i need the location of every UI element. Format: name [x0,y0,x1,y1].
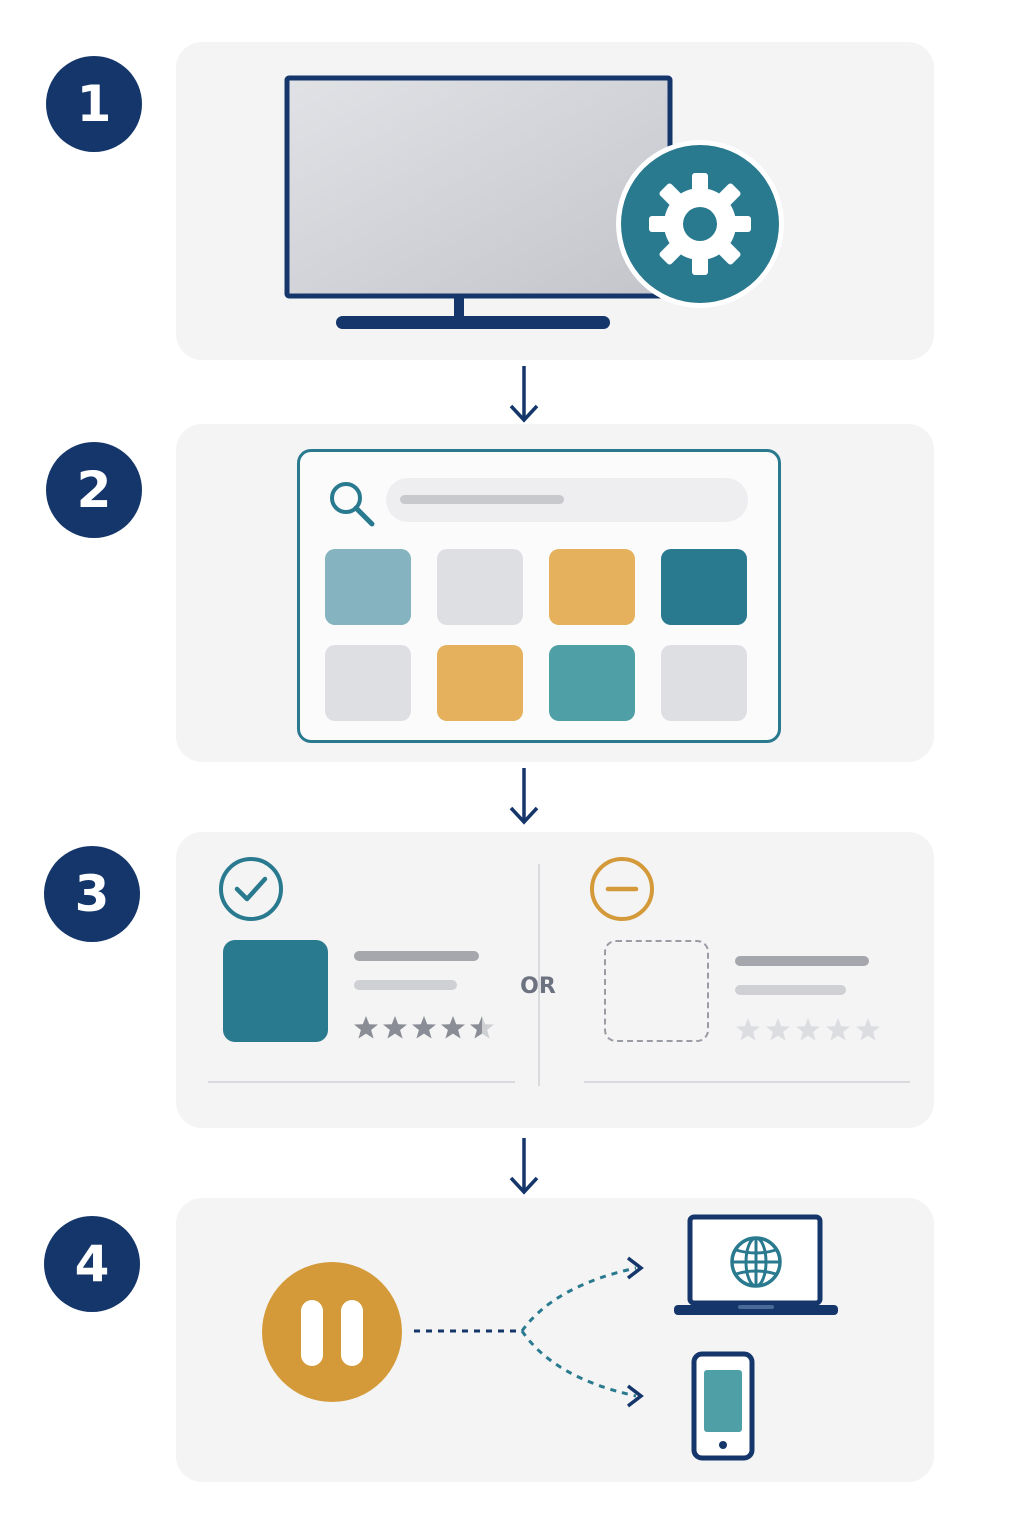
empty-rating-stars-icon [736,1018,880,1041]
step-3-badge: 3 [44,846,140,942]
subtitle-line [354,980,457,990]
app-tile[interactable] [325,645,411,721]
flow-arrow-down-icon [509,366,539,423]
star-icon [383,1016,407,1039]
check-circle-icon [219,857,283,921]
title-line [735,956,869,966]
branch-arrows [414,1256,644,1408]
rating-stars-icon [354,1016,494,1039]
app-tile[interactable] [437,645,523,721]
step-2-badge: 2 [46,442,142,538]
app-tile[interactable] [549,549,635,625]
star-icon [441,1016,465,1039]
flow-arrow-down-icon [509,768,539,825]
search-placeholder-line [400,495,564,504]
app-browser-window [297,449,781,743]
step-4-badge: 4 [44,1216,140,1312]
star-icon [796,1018,820,1041]
flow-arrow-down-icon [509,1138,539,1195]
gear-icon [616,140,784,308]
star-icon [856,1018,880,1041]
tv-icon [284,75,673,329]
step-1-badge: 1 [46,56,142,152]
pause-icon[interactable] [262,1262,402,1402]
star-icon [412,1016,436,1039]
vertical-divider [538,864,540,1086]
title-line [354,951,479,961]
minus-circle-icon [590,857,654,921]
divider [208,1081,515,1083]
app-tile[interactable] [661,549,747,625]
star-icon [766,1018,790,1041]
star-icon [470,1016,494,1039]
search-icon[interactable] [326,478,376,528]
star-icon [826,1018,850,1041]
app-tile[interactable] [661,645,747,721]
app-thumbnail[interactable] [223,940,328,1042]
divider [584,1081,910,1083]
star-icon [354,1016,378,1039]
or-label: OR [520,974,556,999]
app-tile[interactable] [437,549,523,625]
globe-icon [730,1236,782,1288]
search-bar[interactable] [386,478,748,522]
app-tile[interactable] [549,645,635,721]
empty-thumbnail-placeholder [604,940,709,1042]
app-tile[interactable] [325,549,411,625]
subtitle-line [735,985,846,995]
star-icon [736,1018,760,1041]
phone-icon [691,1351,755,1461]
